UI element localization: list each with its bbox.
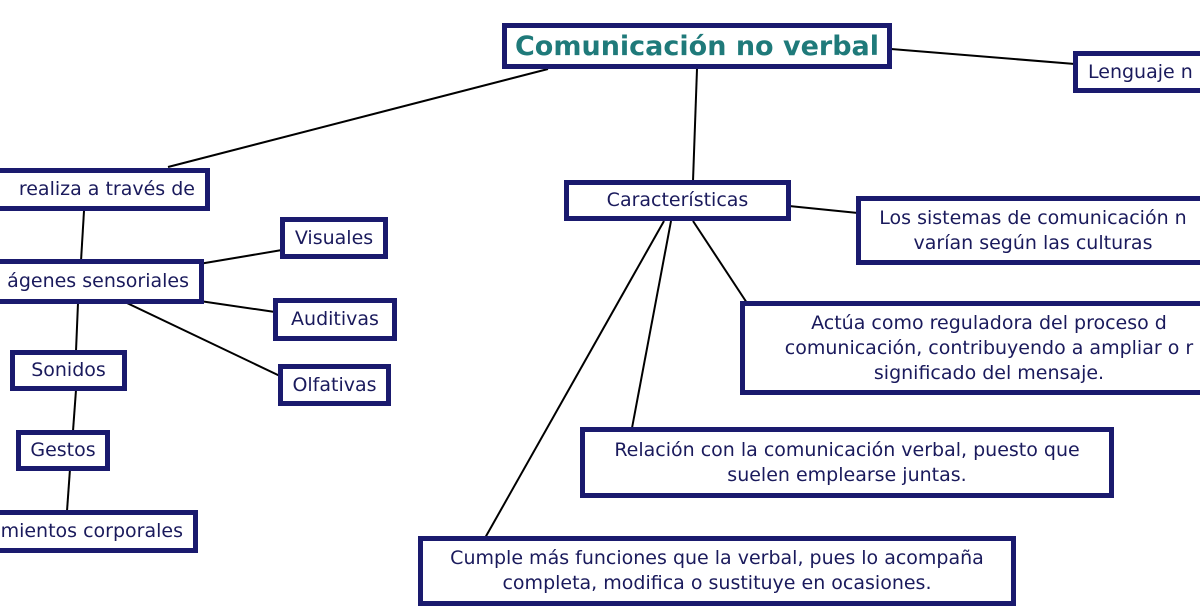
- root-node-label: Comunicación no verbal: [514, 30, 880, 62]
- connector-title-lenguaje: [890, 48, 1076, 65]
- node-visuales-label: Visuales: [294, 226, 374, 249]
- connector-caracteristicas-cumple: [484, 220, 665, 539]
- node-sistemas-line-2: varían según las culturas: [913, 231, 1153, 254]
- node-actua-line-2: comunicación, contribuyendo a ampliar o …: [784, 336, 1194, 359]
- connector-imagenes-auditivas: [192, 299, 276, 313]
- connector-imagenes-olfativas: [126, 302, 281, 377]
- node-visuales: Visuales: [280, 217, 388, 259]
- node-sonidos-label: Sonidos: [31, 359, 106, 381]
- node-cumple-line-1: Cumple más funciones que la verbal, pues…: [450, 547, 984, 569]
- node-auditivas: Auditivas: [273, 298, 397, 341]
- node-imagenes-label: ágenes sensoriales: [7, 270, 189, 292]
- node-caracteristicas-label: Características: [606, 189, 749, 211]
- node-movimientos-corporales: mientos corporales: [0, 510, 198, 553]
- connector-title-realiza: [167, 68, 549, 168]
- node-auditivas-label: Auditivas: [291, 308, 379, 330]
- node-realiza-label: realiza a través de: [18, 178, 195, 200]
- node-cumple-line-2: completa, modifica o sustituye en ocasio…: [502, 572, 932, 594]
- node-realiza-a-traves-de: realiza a través de: [0, 168, 210, 211]
- node-cumple-mas-funciones: Cumple más funciones que la verbal, pues…: [418, 536, 1016, 606]
- node-relacion-comunicacion-verbal: Relación con la comunicación verbal, pue…: [580, 427, 1114, 498]
- root-node-comunicacion-no-verbal: Comunicación no verbal: [502, 23, 892, 69]
- node-relacion-line-1: Relación con la comunicación verbal, pue…: [614, 438, 1080, 461]
- connector-caracteristicas-sistemas: [788, 205, 859, 214]
- connector-caracteristicas-relacion: [631, 220, 672, 429]
- node-sistemas-comunicacion: Los sistemas de comunicación n varían se…: [856, 196, 1200, 265]
- node-actua-line-3: significado del mensaje.: [873, 361, 1105, 384]
- node-movimientos-label: mientos corporales: [0, 520, 183, 542]
- node-actua-line-1: Actúa como reguladora del proceso d: [811, 311, 1167, 334]
- connector-imagenes-visuales: [192, 249, 283, 266]
- connector-caracteristicas-actua: [692, 220, 748, 304]
- connector-sonidos-gestos: [72, 389, 77, 432]
- node-sistemas-line-1: Los sistemas de comunicación n: [879, 206, 1187, 229]
- connector-title-caracteristicas: [692, 68, 698, 182]
- connector-gestos-movimientos: [66, 468, 71, 512]
- node-sonidos: Sonidos: [10, 350, 127, 391]
- node-imagenes-sensoriales: ágenes sensoriales: [0, 259, 204, 304]
- connector-imagenes-sonidos: [75, 302, 79, 352]
- node-olfativas: Olfativas: [278, 364, 391, 406]
- node-lenguaje-label: Lenguaje n: [1088, 60, 1193, 83]
- node-gestos: Gestos: [16, 430, 110, 471]
- node-olfativas-label: Olfativas: [292, 373, 377, 396]
- node-lenguaje: Lenguaje n: [1073, 51, 1200, 93]
- node-gestos-label: Gestos: [30, 439, 96, 461]
- connector-realiza-imagenes: [80, 210, 85, 262]
- node-actua-como-reguladora: Actúa como reguladora del proceso d comu…: [740, 301, 1200, 395]
- node-relacion-line-2: suelen emplearse juntas.: [727, 463, 967, 486]
- node-caracteristicas: Características: [564, 180, 791, 221]
